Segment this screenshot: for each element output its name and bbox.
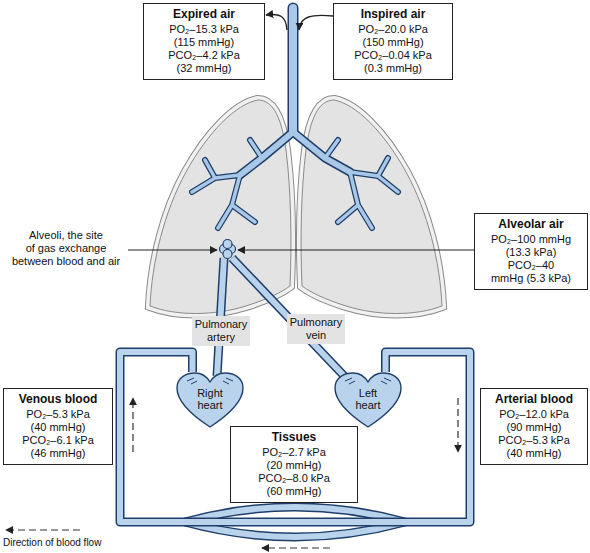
bronchus-lumen [240, 132, 350, 175]
pressure-value: PO₂–2.7 kPa (20 mmHg) [251, 446, 337, 472]
expired-arrow [266, 14, 287, 30]
legend-text: Direction of blood flow [3, 537, 101, 548]
box-title: Expired air [146, 7, 262, 22]
pressure-value: PCO₂–40 mmHg (5.3 kPa) [488, 259, 574, 285]
box-title: Arterial blood [483, 392, 585, 407]
pressure-value: PCO₂–0.04 kPa (0.3 mmHg) [350, 49, 436, 75]
gas-box: TissuesPO₂–2.7 kPa (20 mmHg)PCO₂–8.0 kPa… [230, 426, 358, 503]
vessel-label: Pulmonary vein [287, 314, 345, 344]
chamber-name: Left heart [347, 387, 389, 411]
pressure-value: PO₂–12.0 kPa (90 mmHg) [491, 408, 577, 434]
blood-vessel [120, 352, 470, 522]
gas-box: Expired airPO₂–15.3 kPa (115 mmHg)PCO₂–4… [143, 3, 265, 80]
gas-box: Arterial bloodPO₂–12.0 kPa (90 mmHg)PCO₂… [480, 388, 588, 465]
gas-box: Alveolar airPO₂–100 mmHg (13.3 kPa)PCO₂–… [474, 213, 588, 290]
chamber-text: Left heart [347, 387, 389, 411]
bronchiole-outline [192, 140, 398, 228]
trachea-outline [288, 8, 299, 132]
vessel-label: Pulmonary artery [192, 316, 250, 346]
vessel-name: Pulmonary vein [289, 316, 343, 342]
leader-line [128, 249, 217, 250]
pressure-value: PCO₂–8.0 kPa (60 mmHg) [251, 472, 337, 498]
trachea-lumen [289, 8, 297, 132]
right-lung [301, 100, 442, 314]
vessel-name: Pulmonary artery [194, 318, 248, 344]
pointers [128, 14, 474, 250]
pressure-value: PCO₂–5.3 kPa (40 mmHg) [491, 434, 577, 460]
bronchiole-lumen [192, 140, 398, 228]
box-title: Alveolar air [477, 217, 585, 232]
box-title: Inspired air [336, 7, 450, 22]
box-title: Venous blood [6, 392, 110, 407]
heart-valve-mark [187, 378, 233, 384]
legend-entry: Direction of blood flow [3, 537, 101, 549]
vessel-outline [120, 352, 470, 522]
flow-arrow [132, 398, 133, 452]
heart-shape [177, 373, 243, 427]
leader-line [238, 249, 474, 250]
gas-box: Venous bloodPO₂–5.3 kPa (40 mmHg)PCO₂–6.… [3, 388, 113, 465]
flow-arrow [262, 547, 330, 548]
pressure-value: PCO₂–4.2 kPa (32 mmHg) [161, 49, 247, 75]
pleura-space [301, 100, 442, 314]
alveolus-sac [223, 250, 232, 259]
legend-sample [6, 529, 80, 530]
box-title: Tissues [233, 430, 355, 445]
chamber-name: Right heart [189, 387, 231, 411]
vessel-lumen [120, 352, 470, 522]
flow-arrow [457, 398, 458, 452]
inspired-arrow [299, 15, 333, 30]
pressure-value: PO₂–5.3 kPa (40 mmHg) [15, 408, 101, 434]
alveolus-sac [223, 240, 232, 249]
pressure-value: PO₂–100 mmHg (13.3 kPa) [488, 233, 574, 259]
lungs [150, 100, 442, 314]
gas-box: Inspired airPO₂–20.0 kPa (150 mmHg)PCO₂–… [333, 3, 453, 80]
pressure-value: PCO₂–6.1 kPa (46 mmHg) [15, 434, 101, 460]
lung-outline [301, 100, 442, 314]
alveolus [220, 240, 236, 259]
pleura-outline [301, 100, 442, 314]
chamber-text: Right heart [189, 387, 231, 411]
heart-chamber: Left heart [333, 372, 403, 428]
pressure-value: PO₂–15.3 kPa (115 mmHg) [161, 23, 247, 49]
heart-shape [335, 373, 401, 427]
annotation-text: Alveoli, the site of gas exchange betwee… [4, 229, 128, 268]
pressure-value: PO₂–20.0 kPa (150 mmHg) [350, 23, 436, 49]
heart-valve-mark [345, 378, 391, 384]
heart-chamber: Right heart [175, 372, 245, 428]
